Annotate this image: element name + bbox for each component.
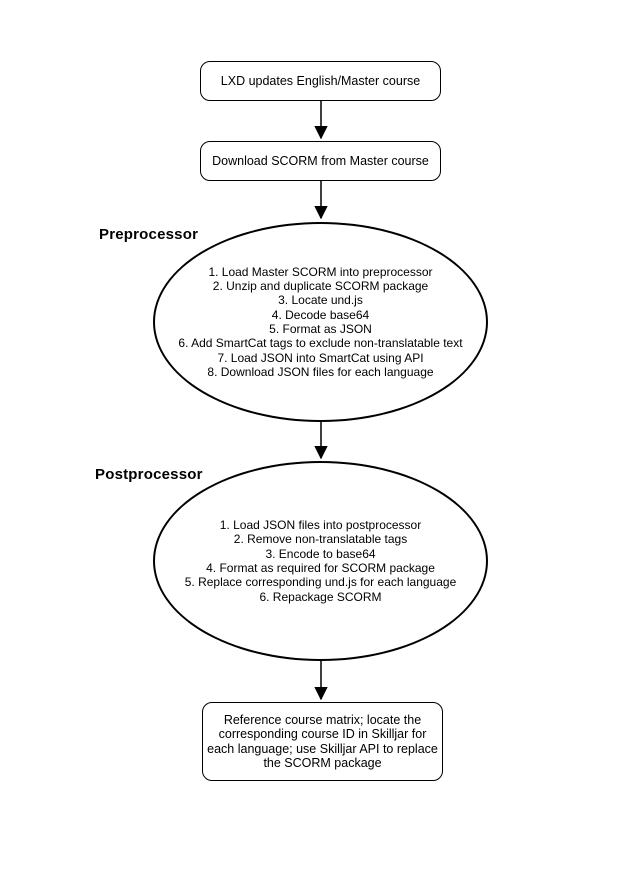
preprocessor-step: 5. Format as JSON	[269, 322, 372, 336]
node-lxd-updates-course: LXD updates English/Master course	[200, 61, 441, 101]
preprocessor-title: Preprocessor	[99, 226, 199, 243]
preprocessor-steps: 1. Load Master SCORM into preprocessor 2…	[178, 265, 462, 379]
postprocessor-steps: 1. Load JSON files into postprocessor 2.…	[185, 518, 457, 604]
preprocessor-step: 1. Load Master SCORM into preprocessor	[208, 264, 433, 279]
postprocessor-step: 2. Remove non-translatable tags	[233, 532, 408, 547]
node-postprocessor-ellipse: 1. Load JSON files into postprocessor 2.…	[153, 461, 488, 661]
preprocessor-step: 8. Download JSON files for each language	[207, 364, 434, 379]
postprocessor-step: 6. Repackage SCORM	[259, 589, 382, 604]
postprocessor-step: 5. Replace corresponding und.js for each…	[184, 575, 457, 590]
postprocessor-step: 4. Format as required for SCORM package	[206, 561, 435, 575]
preprocessor-step: 7. Load JSON into SmartCat using API	[217, 350, 424, 365]
preprocessor-step: 2. Unzip and duplicate SCORM package	[212, 279, 429, 294]
postprocessor-title: Postprocessor	[95, 466, 203, 483]
node-preprocessor-ellipse: 1. Load Master SCORM into preprocessor 2…	[153, 222, 488, 422]
node-reference-course-matrix-label: Reference course matrix; locate the corr…	[207, 712, 438, 771]
postprocessor-step: 1. Load JSON files into postprocessor	[219, 518, 422, 533]
preprocessor-step: 3. Locate und.js	[278, 293, 363, 308]
preprocessor-step: 6. Add SmartCat tags to exclude non-tran…	[178, 336, 463, 351]
node-lxd-updates-course-label: LXD updates English/Master course	[220, 73, 421, 88]
node-download-scorm-label: Download SCORM from Master course	[212, 153, 429, 168]
node-download-scorm: Download SCORM from Master course	[200, 141, 441, 181]
preprocessor-step: 4. Decode base64	[271, 307, 370, 322]
postprocessor-step: 3. Encode to base64	[265, 546, 376, 561]
node-reference-course-matrix: Reference course matrix; locate the corr…	[202, 702, 443, 781]
